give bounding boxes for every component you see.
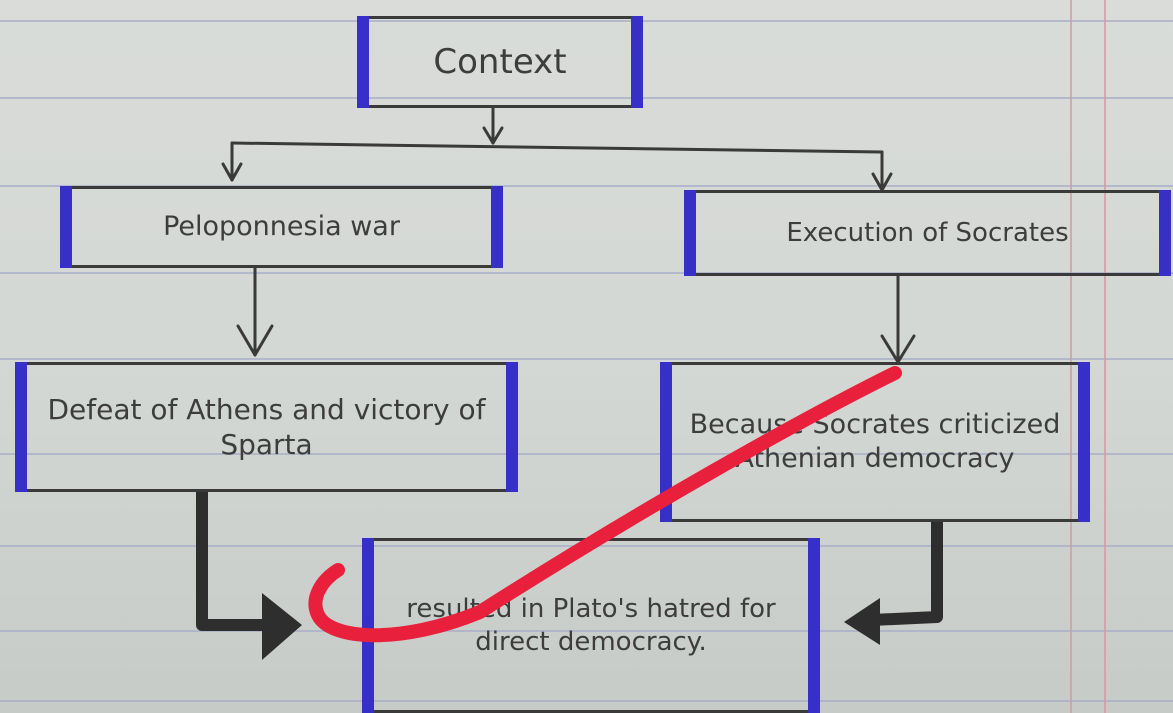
arrowhead — [262, 593, 302, 660]
page-rule — [0, 272, 1173, 274]
node-context: Context — [357, 16, 643, 108]
node-peloponnesian-war-label: Peloponnesia war — [163, 211, 400, 243]
page-rule — [0, 185, 1173, 187]
page-rule — [0, 20, 1173, 22]
node-execution-of-socrates: Execution of Socrates — [684, 190, 1171, 276]
node-context-label: Context — [433, 41, 567, 82]
page-rule — [0, 700, 1173, 702]
node-platos-hatred: resulted in Plato's hatred for direct de… — [362, 538, 820, 713]
node-because-socrates-label: Because Socrates criticized Athenian dem… — [689, 409, 1061, 474]
edge-defeat-to-result — [196, 490, 282, 631]
node-peloponnesian-war: Peloponnesia war — [60, 186, 503, 268]
node-platos-hatred-label: resulted in Plato's hatred for direct de… — [406, 594, 776, 657]
node-defeat-of-athens: Defeat of Athens and victory of Sparta — [15, 362, 518, 492]
node-because-socrates: Because Socrates criticized Athenian dem… — [660, 362, 1090, 522]
arrowhead — [236, 324, 274, 357]
page-rule — [0, 358, 1173, 360]
edge-because-to-result — [871, 522, 943, 626]
arrowhead — [844, 598, 880, 645]
page-rule — [0, 97, 1173, 99]
edge-branch-line — [230, 141, 884, 154]
node-execution-of-socrates-label: Execution of Socrates — [786, 217, 1069, 248]
arrowhead — [221, 162, 243, 182]
node-defeat-of-athens-label: Defeat of Athens and victory of Sparta — [47, 393, 486, 461]
margin-line — [1104, 0, 1106, 713]
arrowhead — [482, 126, 504, 145]
margin-line — [1070, 0, 1072, 713]
